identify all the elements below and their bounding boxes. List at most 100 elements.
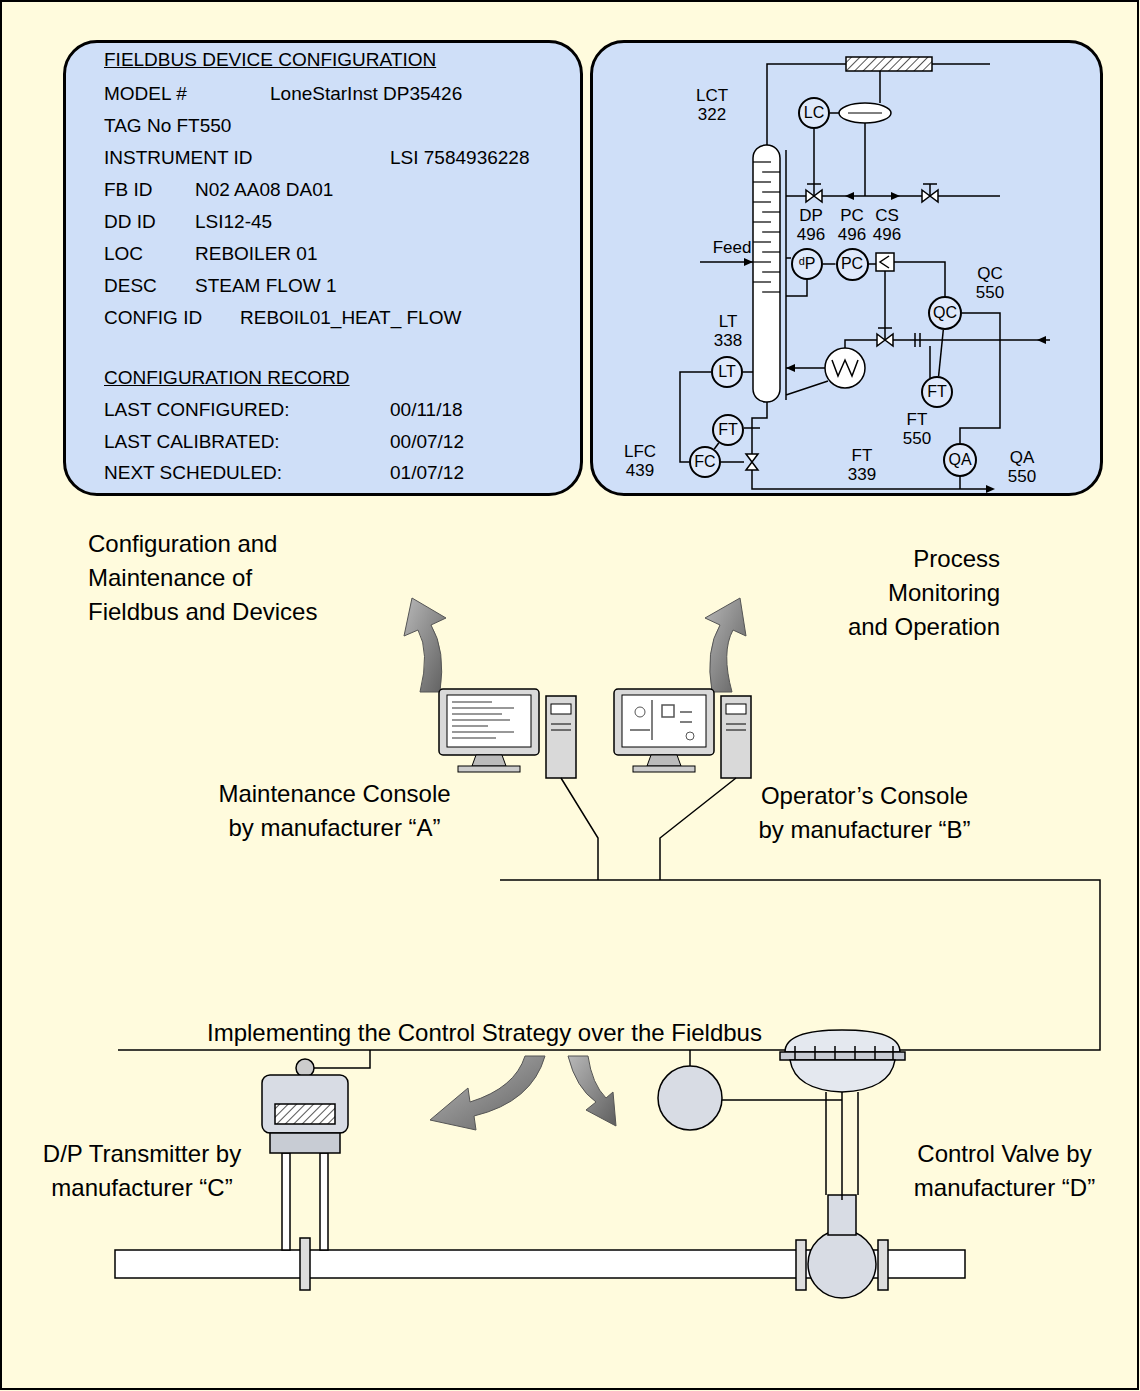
- instrument-letters: FT: [718, 421, 738, 439]
- drawing-part: [878, 1240, 888, 1290]
- signal-line: [823, 263, 836, 265]
- drawing-part: [922, 190, 938, 202]
- drawing-part: [880, 256, 889, 268]
- drawing-part: [762, 271, 780, 272]
- drawing-part: [744, 192, 1046, 493]
- config-text: REBOIL01_HEAT_ FLOW: [240, 307, 461, 329]
- config-text: DESC: [104, 275, 157, 297]
- drawing-part: [700, 64, 1050, 489]
- config-text: LOC: [104, 243, 143, 265]
- drawing-part: [753, 145, 780, 402]
- drawing-part: [275, 1104, 335, 1124]
- instrument-bubble: LT: [711, 356, 743, 388]
- instrument-letters: LC: [804, 104, 824, 122]
- drawing-part: [630, 700, 692, 740]
- config-text: LSI12-45: [195, 211, 272, 233]
- drawing-part: [753, 281, 771, 282]
- instrument-bubble: QC: [928, 296, 962, 330]
- drawing-part: [808, 1230, 876, 1298]
- signal-line: [960, 313, 1000, 443]
- drawing-part: [762, 231, 780, 232]
- tag-label: QC 550: [970, 264, 1010, 302]
- config-text: STEAM FLOW 1: [195, 275, 336, 297]
- caption-text: Operator’s Console by manufacturer “B”: [752, 779, 977, 847]
- drawing-part: [430, 1056, 545, 1130]
- drawing-part: [780, 1052, 905, 1060]
- instrument-bubble: FC: [689, 446, 721, 478]
- drawing-part: [795, 1046, 893, 1060]
- drawing-part: [689, 1050, 691, 1066]
- tag-label: DP 496: [793, 206, 829, 244]
- drawing-part: [832, 360, 858, 376]
- panel-box: LCT 322FeedDP 496PC 496CS 496QC 550LT 33…: [590, 40, 1103, 496]
- tag-label: Feed: [707, 238, 757, 257]
- drawing-part: [635, 707, 645, 717]
- tag-label: CS 496: [869, 206, 905, 244]
- drawing-part: [828, 1195, 856, 1235]
- drawing-part: [785, 1030, 900, 1052]
- drawing-part: [753, 162, 780, 292]
- signal-line: [939, 330, 944, 376]
- instrument-letters: ᵈP: [799, 255, 816, 273]
- drawing-part: [439, 689, 576, 778]
- instrument-letters: FT: [927, 383, 947, 401]
- drawing-part: [846, 57, 932, 71]
- dp-transmitter: [262, 1059, 348, 1290]
- drawing-part: [762, 291, 780, 292]
- drawing-part: [746, 454, 758, 470]
- drawing-part: [282, 1153, 290, 1250]
- caption-text: Process Monitoring and Operation: [845, 542, 1000, 644]
- config-text: LAST CALIBRATED:: [104, 431, 280, 453]
- drawing-part: [877, 334, 893, 346]
- config-text: TAG No FT550: [104, 115, 231, 137]
- fieldbus-wire: [118, 778, 1100, 1068]
- drawing-part: [722, 1092, 858, 1200]
- drawing-part: [762, 191, 780, 192]
- instrument-bubble: QA: [943, 443, 977, 477]
- drawing-part: [753, 181, 771, 182]
- config-text: FIELDBUS DEVICE CONFIGURATION: [104, 49, 436, 71]
- instrument-bubble: PC: [836, 248, 869, 281]
- tag-label: FT 339: [842, 446, 882, 484]
- drawing-part: [876, 253, 894, 271]
- drawing-part: [806, 190, 822, 202]
- signal-line: [714, 443, 718, 449]
- drawing-part: [753, 221, 771, 222]
- drawing-part: [753, 241, 771, 242]
- config-text: 00/11/18: [390, 399, 463, 421]
- drawing-part: [825, 348, 865, 388]
- control-valve: [658, 1030, 905, 1298]
- caption-text: Configuration and Maintenance of Fieldbu…: [88, 527, 343, 629]
- drawing-part: [686, 732, 694, 740]
- config-text: NEXT SCHEDULED:: [104, 462, 282, 484]
- drawing-part: [790, 1060, 895, 1092]
- instrument-bubble: ᵈP: [791, 248, 823, 280]
- drawing-part: [452, 702, 514, 738]
- config-text: LoneStarInst DP35426: [270, 83, 462, 105]
- drawing-part: [762, 171, 780, 172]
- drawing-part: [300, 1238, 310, 1290]
- drawing-part: [753, 201, 771, 202]
- drawing-part: [705, 598, 746, 692]
- drawing-part: [660, 778, 736, 880]
- panel-box: FIELDBUS DEVICE CONFIGURATION MODEL # Lone…: [63, 40, 583, 496]
- instrument-letters: PC: [841, 255, 863, 273]
- config-text: 00/07/12: [390, 431, 464, 453]
- config-text: N02 AA08 DA01: [195, 179, 333, 201]
- tag-label: QA 550: [1002, 448, 1042, 486]
- config-text: MODEL #: [104, 83, 187, 105]
- instrument-letters: FC: [694, 453, 715, 471]
- drawing-part: [848, 113, 882, 114]
- drawing-part: [796, 1240, 806, 1290]
- drawing-part: [262, 1075, 348, 1133]
- config-text: CONFIGURATION RECORD: [104, 367, 350, 389]
- tag-label: LT 338: [708, 312, 748, 350]
- instrument-letters: QC: [933, 304, 957, 322]
- drawing-part: [753, 261, 771, 262]
- caption-text: Implementing the Control Strategy over t…: [207, 1016, 762, 1050]
- drawing-part: [568, 1056, 616, 1126]
- tag-label: PC 496: [834, 206, 870, 244]
- drawing-part: [762, 251, 780, 252]
- config-text: DD ID: [104, 211, 156, 233]
